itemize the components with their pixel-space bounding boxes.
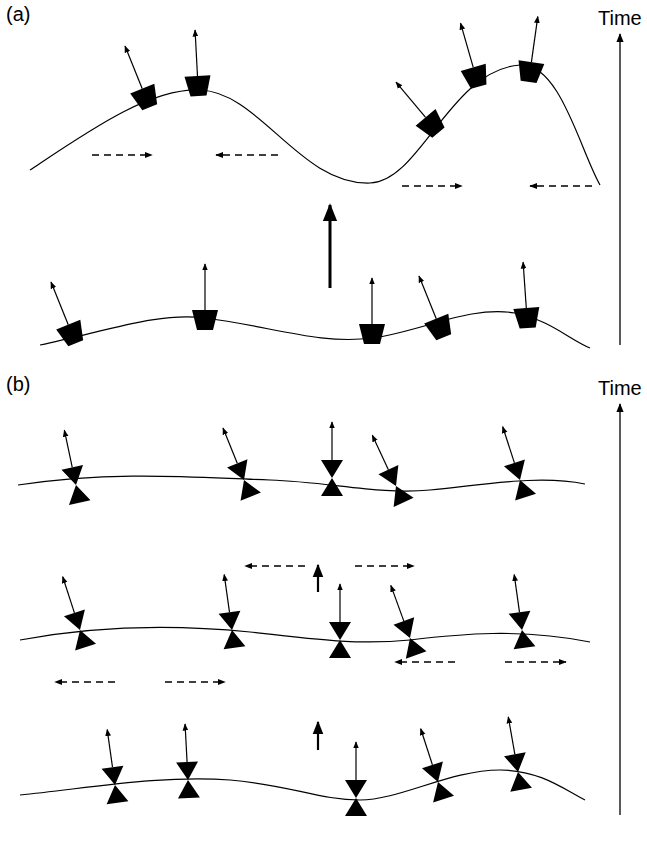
membrane-curve [30, 65, 600, 185]
membrane-curve [40, 312, 590, 348]
membrane-curve [18, 476, 585, 491]
axis-label: Time [598, 378, 642, 398]
axis-label: Time [598, 8, 642, 28]
membrane-curve [20, 770, 585, 800]
membrane-curve [20, 627, 590, 642]
time-axis [619, 34, 620, 345]
panel-label: (b) [6, 374, 30, 394]
panel-label: (a) [6, 4, 30, 24]
time-axis [619, 404, 620, 815]
